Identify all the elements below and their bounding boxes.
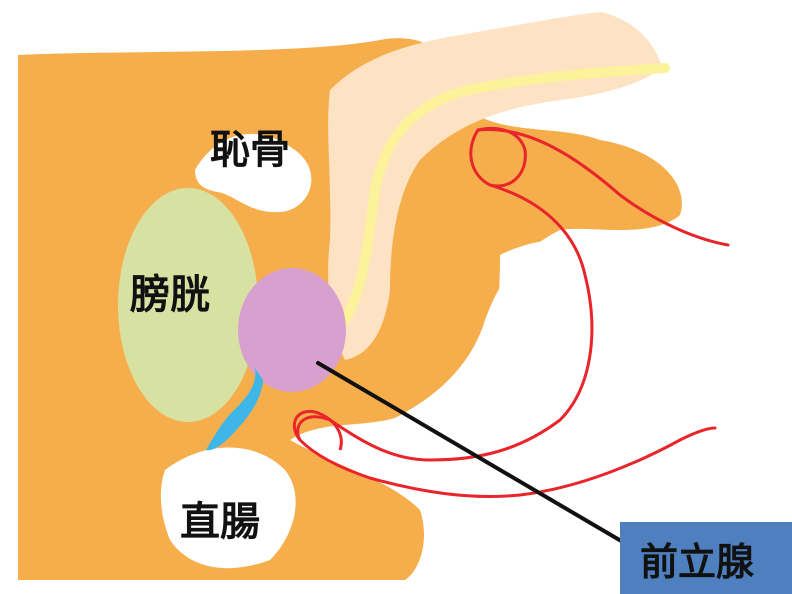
label-rectum: 直腸 [180,499,260,545]
label-bladder: 膀胱 [130,272,210,318]
prostate [238,268,346,392]
label-pubic-bone: 恥骨 [210,127,290,173]
label-prostate: 前立腺 [640,540,755,584]
